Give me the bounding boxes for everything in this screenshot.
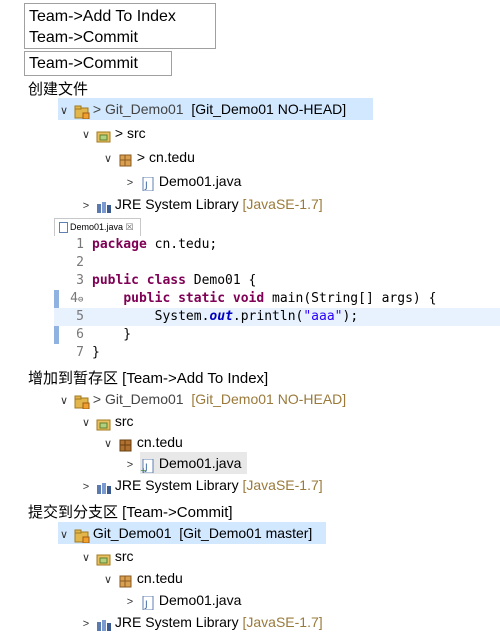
tree2-jre-version: [JavaSE-1.7] <box>242 477 323 493</box>
tree1-jre-row[interactable]: > JRE System Library [JavaSE-1.7] <box>80 193 323 215</box>
java-file-icon: J <box>140 594 156 611</box>
chevron-down-icon[interactable]: ∨ <box>81 552 91 564</box>
section-create-file: 创建文件 <box>28 81 89 98</box>
source-folder-icon <box>96 127 112 143</box>
tree1-file-label: Demo01.java <box>158 173 242 189</box>
chevron-right-icon[interactable]: > <box>82 618 90 630</box>
tree1-src-row[interactable]: ∨ > src <box>80 122 146 144</box>
tree3-jre-row[interactable]: > JRE System Library [JavaSE-1.7] <box>80 611 323 633</box>
chevron-down-icon[interactable]: ∨ <box>81 417 91 429</box>
chevron-right-icon[interactable]: > <box>126 459 134 471</box>
tree3-package-label: cn.tedu <box>136 570 183 586</box>
chevron-down-icon[interactable]: ∨ <box>103 153 113 165</box>
command-add-to-index: Team->Add To Index <box>29 8 176 25</box>
editor-tab-label: Demo01.java <box>70 222 124 232</box>
command-commit-only: Team->Commit <box>29 55 138 72</box>
chevron-right-icon[interactable]: > <box>126 596 134 608</box>
package-icon <box>118 151 134 167</box>
library-icon <box>96 616 112 632</box>
chevron-down-icon[interactable]: ∨ <box>103 574 113 586</box>
code-line: 4⊖ public static void main(String[] args… <box>54 290 500 308</box>
tree2-jre-label: JRE System Library <box>114 477 239 493</box>
source-folder-icon <box>96 550 112 566</box>
tree3-src-label: src <box>114 548 134 564</box>
library-icon <box>96 198 112 214</box>
section-commit: 提交到分支区 [Team->Commit] <box>28 504 233 521</box>
svg-text:J: J <box>144 600 148 610</box>
tree2-file-row[interactable]: > J+ Demo01.java <box>124 452 248 475</box>
code-line: 6 } <box>76 327 132 342</box>
tree1-project-name: > Git_Demo01 <box>92 101 184 117</box>
editor-tab[interactable]: Demo01.java ☒ <box>54 218 141 236</box>
tree1-package-row[interactable]: ∨ > cn.tedu <box>102 146 195 168</box>
tree1-src-label: > src <box>114 125 146 141</box>
tree2-file-label: Demo01.java <box>158 455 242 471</box>
tree2-package-row[interactable]: ∨ cn.tedu <box>102 431 183 453</box>
tree1-jre-version: [JavaSE-1.7] <box>242 196 323 212</box>
tree3-jre-version: [JavaSE-1.7] <box>242 614 323 630</box>
tree3-project-info: [Git_Demo01 master] <box>179 525 313 541</box>
tree3-project-row[interactable]: ∨ Git_Demo01 [Git_Demo01 master] <box>58 522 326 544</box>
source-folder-icon <box>96 415 112 431</box>
java-file-added-icon: J+ <box>140 457 156 475</box>
project-folder-icon <box>74 527 90 544</box>
command-commit: Team->Commit <box>29 29 138 46</box>
chevron-down-icon[interactable]: ∨ <box>59 529 69 541</box>
tree3-src-row[interactable]: ∨ src <box>80 545 134 567</box>
tree1-project-row[interactable]: ∨ > Git_Demo01 [Git_Demo01 NO-HEAD] <box>58 98 373 120</box>
tree3-file-row[interactable]: > J Demo01.java <box>124 589 241 611</box>
tree1-package-label: > cn.tedu <box>136 149 195 165</box>
chevron-right-icon[interactable]: > <box>82 481 90 493</box>
chevron-down-icon[interactable]: ∨ <box>59 395 69 407</box>
chevron-down-icon[interactable]: ∨ <box>59 105 69 117</box>
tree1-jre-label: JRE System Library <box>114 196 239 212</box>
tree2-project-info: [Git_Demo01 NO-HEAD] <box>191 391 347 407</box>
project-folder-icon <box>74 103 90 120</box>
svg-text:J: J <box>144 181 148 191</box>
command-box-add-commit: Team->Add To Index Team->Commit <box>24 3 216 49</box>
tree2-src-row[interactable]: ∨ src <box>80 410 134 432</box>
chevron-down-icon[interactable]: ∨ <box>103 438 113 450</box>
close-icon[interactable]: ☒ <box>125 222 134 232</box>
tree3-project-name: Git_Demo01 <box>92 525 172 541</box>
svg-text:+: + <box>140 466 147 473</box>
tree1-file-row[interactable]: > J Demo01.java <box>124 170 241 192</box>
fold-icon[interactable]: ⊖ <box>78 295 84 305</box>
tree2-package-label: cn.tedu <box>136 434 183 450</box>
java-file-icon <box>59 222 68 234</box>
svg-text:J: J <box>144 463 148 473</box>
command-box-commit: Team->Commit <box>24 51 172 76</box>
code-line-current: 5 System.out.println("aaa"); <box>54 308 500 326</box>
java-file-icon: J <box>140 175 156 192</box>
code-line: 2 <box>76 255 84 270</box>
chevron-right-icon[interactable]: > <box>126 177 134 189</box>
section-add-to-index: 增加到暂存区 [Team->Add To Index] <box>28 370 269 387</box>
tree3-file-label: Demo01.java <box>158 592 242 608</box>
chevron-right-icon[interactable]: > <box>82 200 90 212</box>
library-icon <box>96 479 112 495</box>
tree3-package-row[interactable]: ∨ cn.tedu <box>102 567 183 589</box>
chevron-down-icon[interactable]: ∨ <box>81 129 91 141</box>
package-icon <box>118 436 134 452</box>
project-folder-icon <box>74 393 90 410</box>
tree2-jre-row[interactable]: > JRE System Library [JavaSE-1.7] <box>80 474 323 496</box>
code-line: 7} <box>76 345 100 360</box>
tree2-src-label: src <box>114 413 134 429</box>
tree2-project-row[interactable]: ∨ > Git_Demo01 [Git_Demo01 NO-HEAD] <box>58 388 346 410</box>
tree3-jre-label: JRE System Library <box>114 614 239 630</box>
tree2-project-name: > Git_Demo01 <box>92 391 184 407</box>
tree2-file-highlight[interactable]: J+ Demo01.java <box>139 452 248 475</box>
package-icon <box>118 572 134 588</box>
tree1-project-info: [Git_Demo01 NO-HEAD] <box>191 101 347 117</box>
